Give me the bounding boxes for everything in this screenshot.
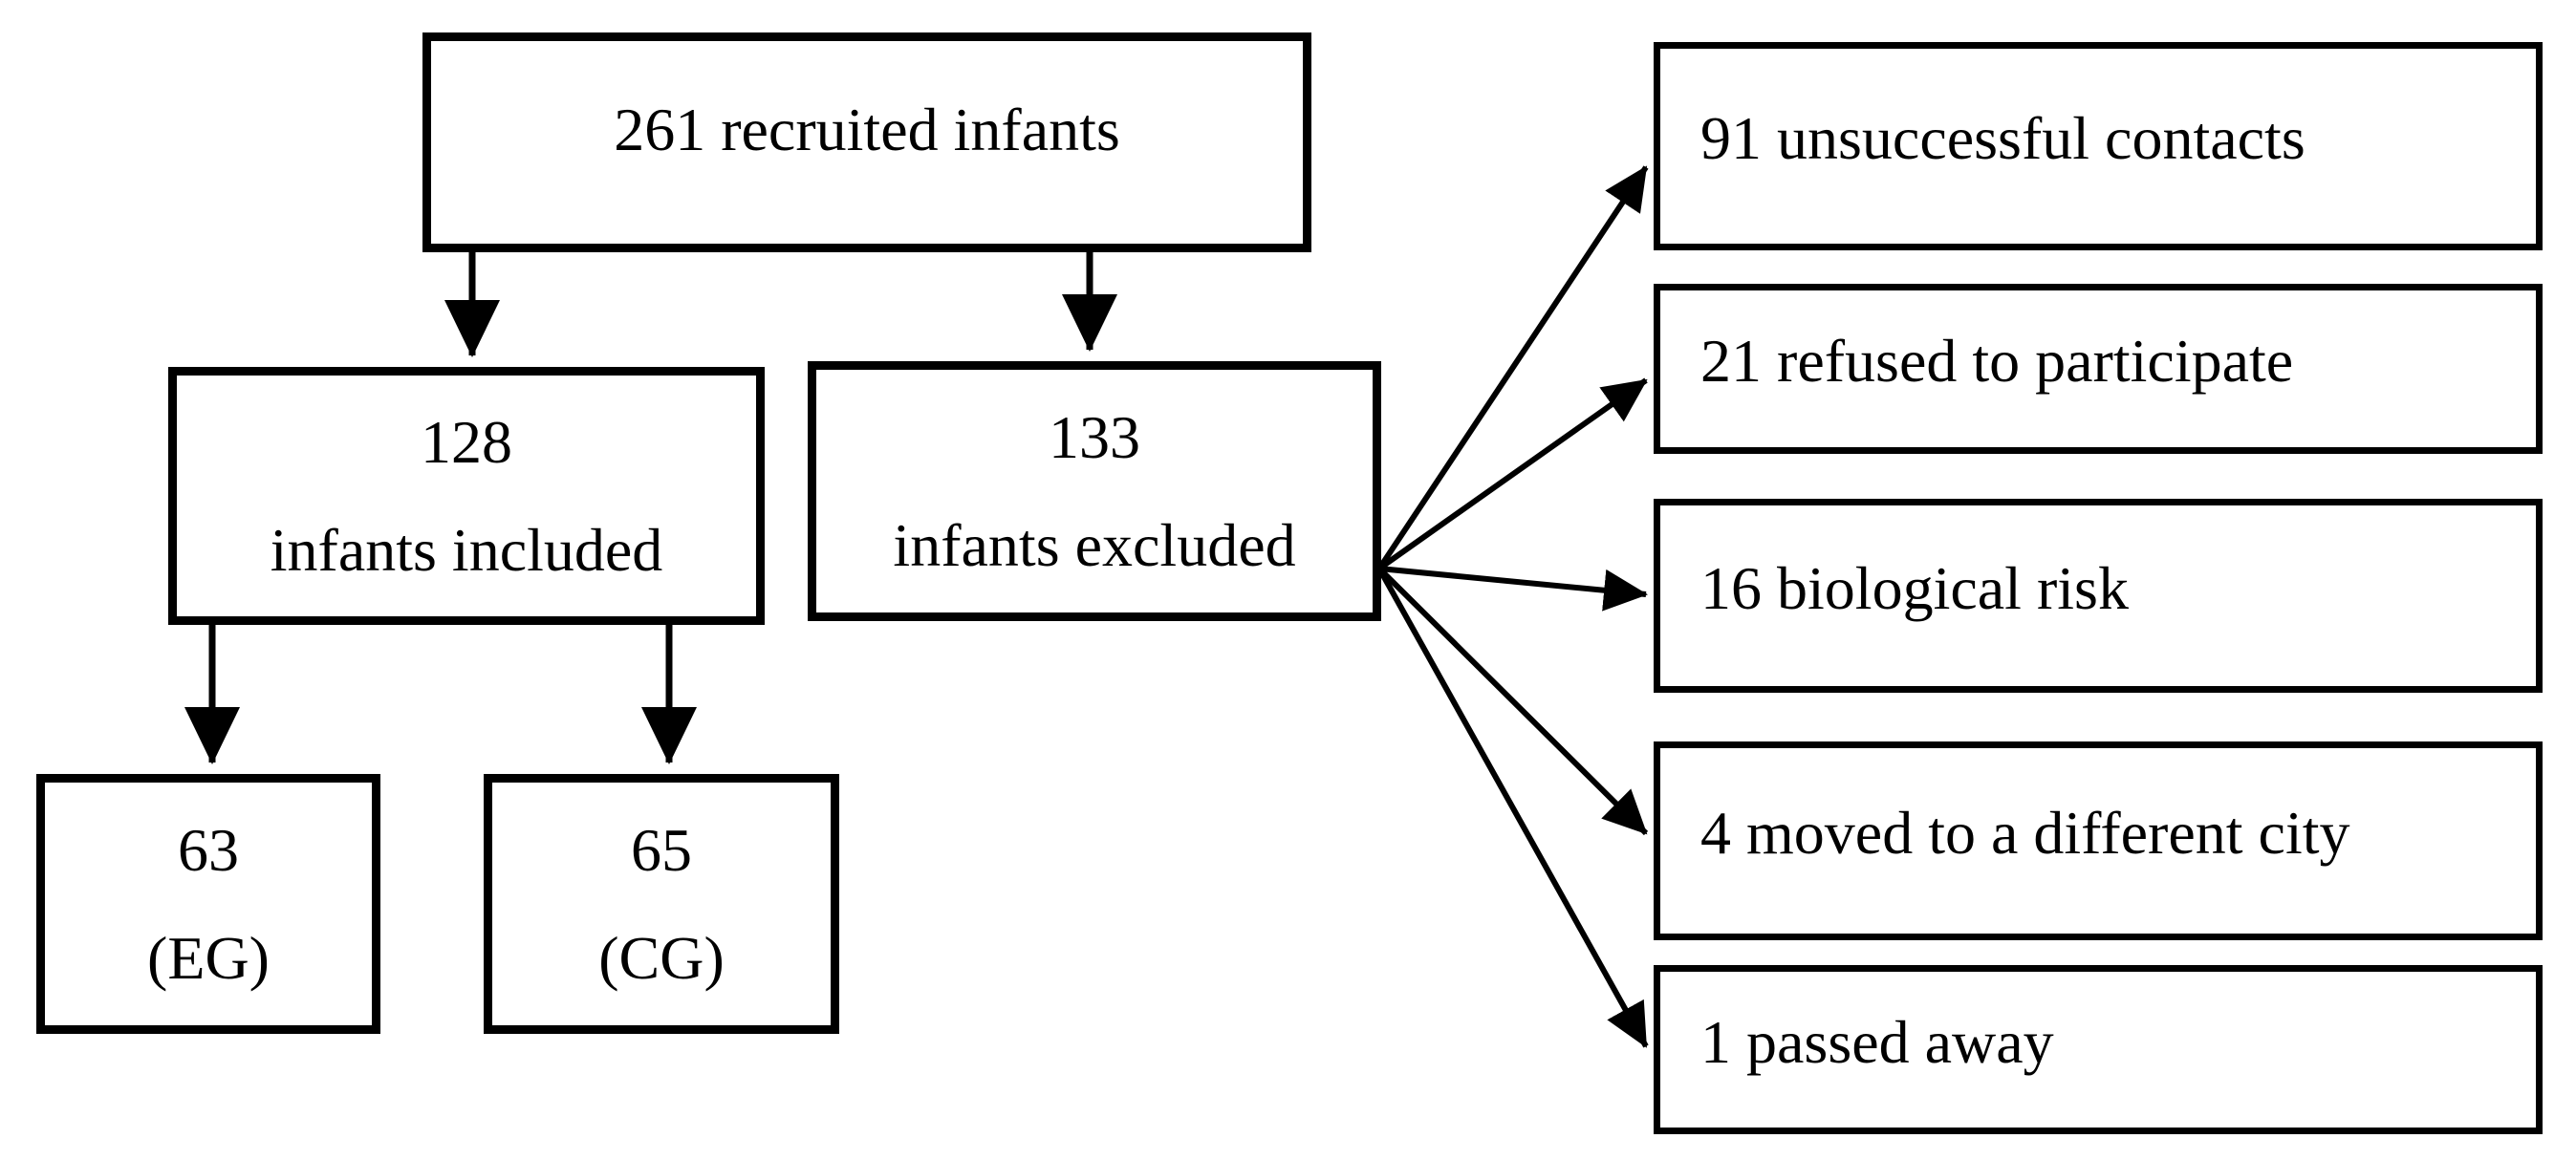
- node-unsuccessful-contacts: 91 unsuccessful contacts: [1654, 42, 2543, 250]
- arrow-excluded-to-passed: [1376, 567, 1649, 1048]
- node-moved-different-city-text: 4 moved to a different city: [1700, 799, 2350, 868]
- node-infants-included: 128 infants included: [168, 367, 765, 625]
- node-excluded-value: 133: [1049, 402, 1140, 471]
- arrow-excluded-to-biological: [1378, 566, 1648, 612]
- node-refused-to-participate: 21 refused to participate: [1654, 284, 2543, 454]
- node-included-value: 128: [421, 407, 512, 476]
- node-control-group: 65 (CG): [484, 774, 839, 1034]
- node-recruited-infants: 261 recruited infants: [422, 32, 1311, 252]
- arrow-excluded-to-refused: [1377, 377, 1648, 571]
- node-passed-away-text: 1 passed away: [1700, 1007, 2054, 1076]
- node-refused-to-participate-text: 21 refused to participate: [1700, 327, 2294, 396]
- node-included-label: infants included: [270, 516, 663, 584]
- node-cg-value: 65: [631, 815, 692, 884]
- node-eg-label: (EG): [147, 924, 270, 992]
- node-passed-away: 1 passed away: [1654, 965, 2543, 1134]
- node-biological-risk-text: 16 biological risk: [1700, 553, 2129, 622]
- arrow-excluded-to-moved: [1376, 566, 1649, 836]
- node-unsuccessful-contacts-text: 91 unsuccessful contacts: [1700, 104, 2305, 173]
- node-eg-value: 63: [178, 815, 239, 884]
- node-infants-excluded: 133 infants excluded: [808, 361, 1381, 621]
- node-excluded-label: infants excluded: [893, 511, 1296, 579]
- node-recruited-text: 261 recruited infants: [614, 96, 1120, 164]
- node-cg-label: (CG): [598, 924, 725, 992]
- arrow-excluded-to-unsuccessful: [1376, 165, 1649, 570]
- node-moved-different-city: 4 moved to a different city: [1654, 741, 2543, 940]
- node-experimental-group: 63 (EG): [36, 774, 380, 1034]
- node-biological-risk: 16 biological risk: [1654, 499, 2543, 693]
